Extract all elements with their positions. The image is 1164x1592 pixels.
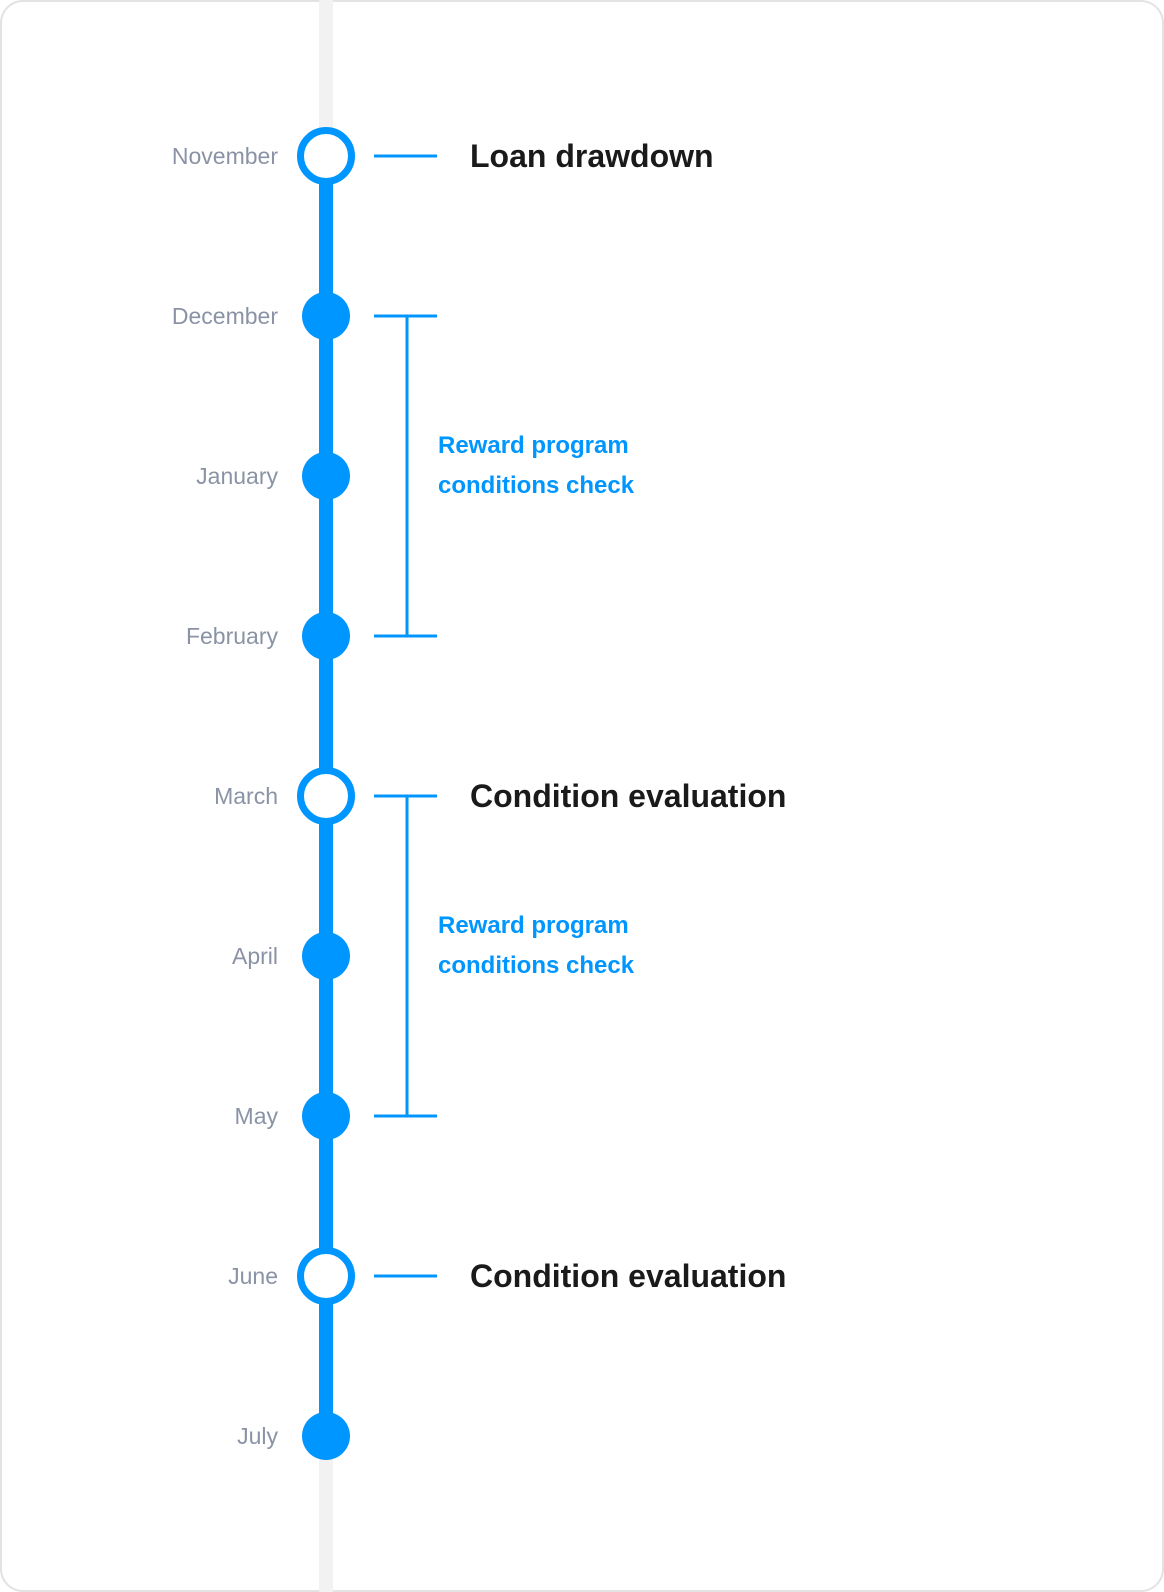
label-layer: NovemberDecemberJanuaryFebruaryMarchApri…	[172, 138, 787, 1449]
month-label: April	[232, 943, 278, 969]
range-label-line: conditions check	[438, 952, 635, 979]
milestone-node	[297, 767, 355, 825]
range-label-line: conditions check	[438, 472, 635, 499]
month-node	[302, 612, 350, 660]
event-label: Condition evaluation	[470, 778, 786, 814]
event-label: Loan drawdown	[470, 138, 714, 174]
month-node	[302, 932, 350, 980]
month-label: December	[172, 303, 278, 329]
month-label: June	[228, 1263, 278, 1289]
month-node	[302, 452, 350, 500]
milestone-node	[297, 127, 355, 185]
range-label-line: Reward program	[438, 432, 629, 459]
milestone-node	[297, 1247, 355, 1305]
month-node	[302, 1412, 350, 1460]
month-node	[302, 292, 350, 340]
month-node	[302, 1092, 350, 1140]
month-label: January	[196, 463, 278, 489]
range-label-line: Reward program	[438, 912, 629, 939]
event-label: Condition evaluation	[470, 1258, 786, 1294]
month-label: July	[237, 1423, 278, 1449]
month-label: November	[172, 143, 278, 169]
month-label: March	[214, 783, 278, 809]
connector-layer	[374, 154, 437, 1278]
node-layer	[297, 127, 355, 1460]
month-label: May	[235, 1103, 279, 1129]
month-label: February	[186, 623, 279, 649]
